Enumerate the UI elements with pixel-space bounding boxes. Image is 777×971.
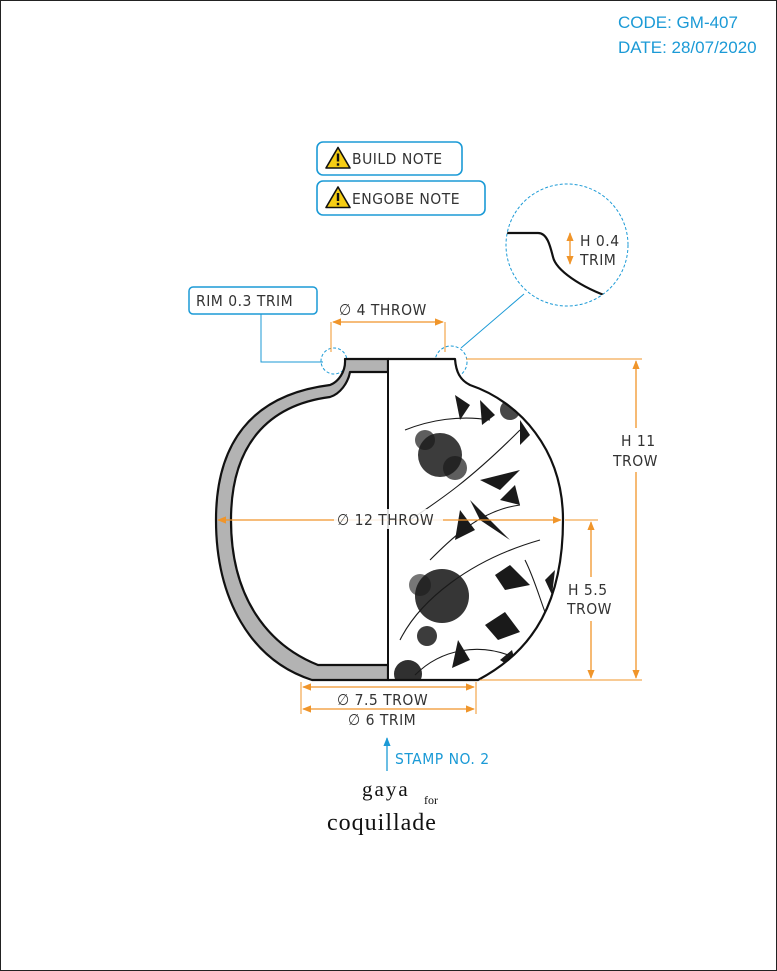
engobe-note-label: ENGOBE NOTE: [352, 190, 460, 208]
build-note-badge[interactable]: BUILD NOTE: [316, 141, 463, 176]
body-width-dimension: ∅ 12 THROW: [217, 509, 562, 529]
brand-gaya: gaya: [362, 777, 410, 801]
mid-height-line2: TROW: [566, 600, 612, 618]
build-note-label: BUILD NOTE: [352, 150, 443, 168]
warning-triangle-icon: [325, 186, 351, 209]
rim-callout: RIM 0.3 TRIM: [188, 286, 348, 375]
stamp-label: STAMP NO. 2: [395, 750, 490, 768]
detail-height-line2: TRIM: [579, 251, 616, 269]
base-trim-label: ∅ 6 TRIM: [348, 711, 416, 729]
detail-height-line1: H 0.4: [580, 232, 620, 250]
rim-label: RIM 0.3 TRIM: [196, 292, 293, 310]
engobe-note-badge[interactable]: ENGOBE NOTE: [316, 180, 486, 216]
total-height-dimension: H 11 TROW: [466, 358, 662, 681]
stamp-callout: STAMP NO. 2: [383, 737, 490, 771]
warning-triangle-icon: [325, 146, 351, 169]
mid-height-line1: H 5.5: [568, 581, 608, 599]
rim-detail-view: H 0.4 TRIM: [434, 183, 629, 379]
total-height-line2: TROW: [612, 452, 658, 470]
brand-logo: gaya for coquillade: [327, 777, 438, 836]
total-height-line1: H 11: [621, 432, 656, 450]
base-dimension: ∅ 7.5 TROW ∅ 6 TRIM: [300, 682, 477, 729]
body-width-label: ∅ 12 THROW: [337, 511, 434, 529]
floral-pattern: [394, 395, 555, 680]
neck-dimension: ∅ 4 THROW: [330, 301, 446, 352]
base-throw-label: ∅ 7.5 TROW: [337, 691, 428, 709]
brand-coquillade: coquillade: [327, 810, 437, 836]
neck-dimension-label: ∅ 4 THROW: [339, 301, 427, 319]
drawing-date: DATE: 28/07/2020: [618, 38, 757, 57]
drawing-code: CODE: GM-407: [618, 13, 738, 32]
brand-for: for: [424, 793, 438, 807]
mid-height-dimension: H 5.5 TROW: [563, 519, 619, 679]
